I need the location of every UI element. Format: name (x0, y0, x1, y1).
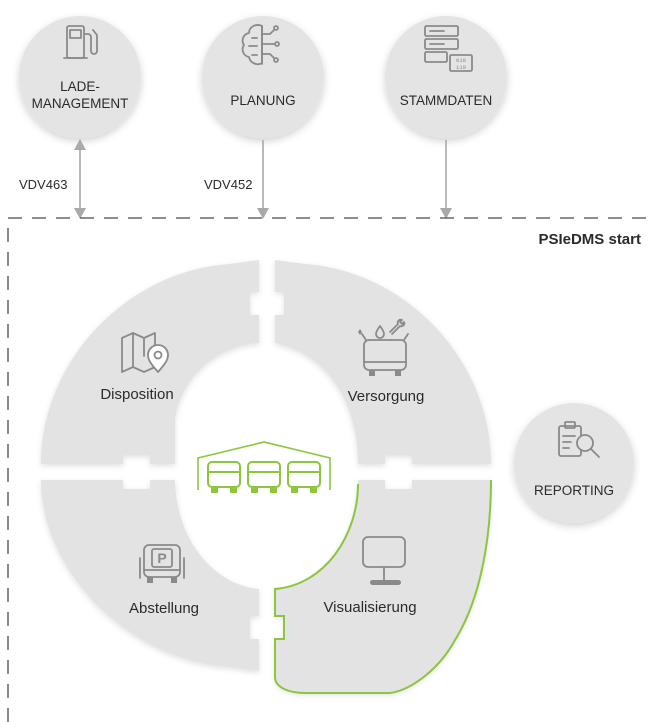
segment-visualisierung-outline (274, 479, 492, 694)
system-bubble-planung: PLANUNG (202, 16, 324, 138)
connector-stammdaten (440, 140, 452, 219)
segment-label-versorgung: Versorgung (348, 388, 425, 405)
server-data-icon: 010 110 (424, 25, 473, 72)
segment-label-abstellung: Abstellung (129, 600, 199, 617)
system-label-line-1: LADE- (60, 79, 100, 94)
connector-planung (257, 140, 269, 219)
system-boundary (7, 217, 652, 722)
depot-buses-icon (197, 441, 331, 493)
system-bubble-lademanagement: LADE- MANAGEMENT (19, 16, 141, 138)
module-ring (41, 260, 491, 693)
system-label-line-1: PLANUNG (230, 93, 295, 108)
connector-lademanagement (74, 139, 86, 219)
segment-label-disposition: Disposition (100, 386, 173, 403)
interface-label-vdv463: VDV463 (19, 177, 67, 192)
segment-visualisierung[interactable] (275, 480, 491, 693)
clipboard-search-icon (558, 421, 600, 458)
arrow-up-icon (74, 139, 86, 150)
map-pin-icon (121, 332, 169, 373)
monitor-icon (362, 536, 406, 585)
arrow-down-icon (74, 208, 86, 219)
svg-text:P: P (157, 550, 166, 566)
bus-parking-icon: P (139, 544, 185, 583)
segment-label-visualisierung: Visualisierung (323, 599, 416, 616)
bus-service-icon (358, 318, 409, 376)
interface-label-vdv452: VDV452 (204, 177, 252, 192)
brain-circuit-icon (241, 24, 280, 66)
fuel-pump-icon (63, 25, 98, 59)
system-boundary-label: PSIeDMS start (538, 231, 641, 248)
segment-abstellung[interactable] (41, 480, 259, 671)
svg-text:010: 010 (456, 57, 466, 64)
system-label-line-1: STAMMDATEN (400, 93, 493, 108)
svg-text:110: 110 (456, 64, 466, 71)
system-label-reporting: REPORTING (534, 483, 614, 498)
system-label-line-2: MANAGEMENT (32, 96, 129, 111)
arrow-down-icon (440, 208, 452, 219)
system-bubble-stammdaten: 010 110 STAMMDATEN (385, 16, 507, 138)
arrow-down-icon (257, 208, 269, 219)
system-bubble-reporting: REPORTING (514, 403, 634, 523)
